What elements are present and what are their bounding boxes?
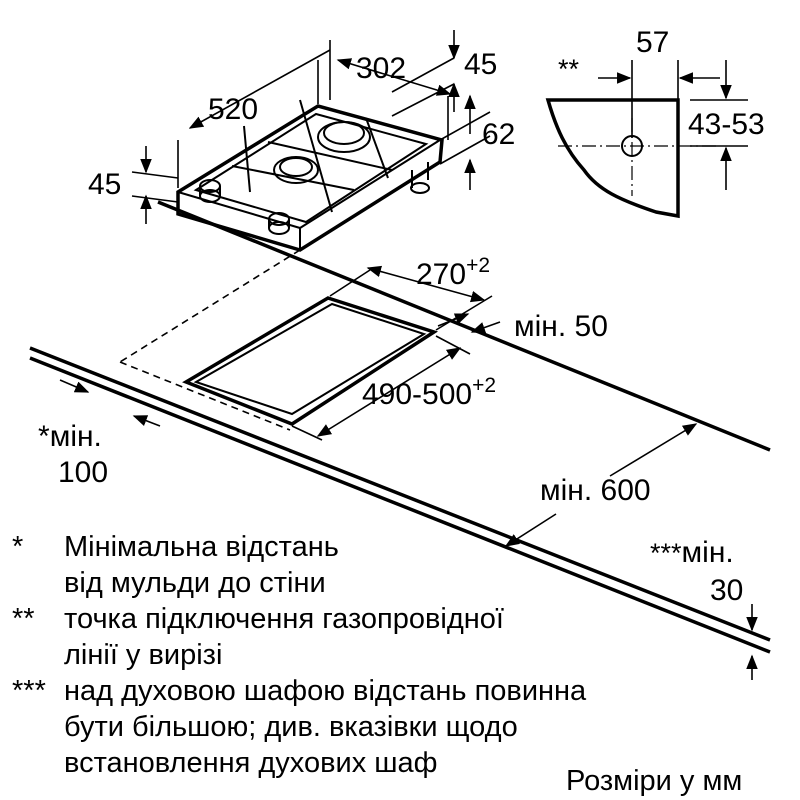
note-2-line-2: лінії у вирізі (64, 639, 222, 671)
note-1-mark: * (12, 531, 23, 563)
cutout-width-label: 270+2 (416, 254, 490, 291)
section-offset-label: 57 (636, 26, 669, 59)
min-top-label: мін. 600 (540, 474, 651, 507)
pan-support-grate (193, 99, 429, 224)
note-3-line-3: встановлення духових шаф (64, 747, 438, 779)
hob-height-front-label: 45 (88, 168, 121, 201)
min-back-value: 100 (58, 456, 108, 489)
cutout-depth-label: 490-500+2 (362, 374, 496, 411)
note-2-line-1: точка підключення газопровідної (64, 603, 504, 635)
cutout-min-side-label: мін. 50 (514, 310, 608, 343)
control-knobs (199, 179, 290, 235)
note-3-line-1: над духовою шафою відстань повинна (64, 675, 587, 707)
hob-depth-below-label: 62 (482, 118, 515, 151)
min-oven-label: ***мін. (650, 536, 734, 569)
cutout-dimensions (59, 265, 758, 680)
small-burner (273, 156, 319, 184)
units-caption: Розміри у мм (566, 765, 742, 797)
hob-height-back-label: 45 (464, 48, 497, 81)
note-3-line-2: бути більшою; див. вказівки щодо (64, 711, 518, 743)
note-1-line-2: від мульди до стіни (64, 567, 326, 599)
hob-drawing (176, 99, 444, 252)
worktop (29, 200, 771, 654)
section-range-label: 43-53 (688, 108, 765, 141)
note-1-line-1: Мінімальна відстань (64, 531, 339, 563)
section-dimensions (598, 60, 748, 190)
note-2-mark: ** (12, 603, 35, 635)
min-back-label: *мін. (38, 420, 102, 453)
min-oven-value: 30 (710, 574, 743, 607)
hob-width-label: 520 (208, 93, 258, 126)
note-3-mark: *** (12, 675, 46, 707)
footnotes: * Мінімальна відстань від мульди до стін… (12, 531, 587, 779)
cutout-opening (182, 296, 439, 426)
large-burner (317, 121, 371, 153)
hob-dimensions (131, 30, 491, 224)
section-footnote-mark: ** (558, 54, 580, 84)
hob-depth-label: 302 (356, 52, 406, 85)
